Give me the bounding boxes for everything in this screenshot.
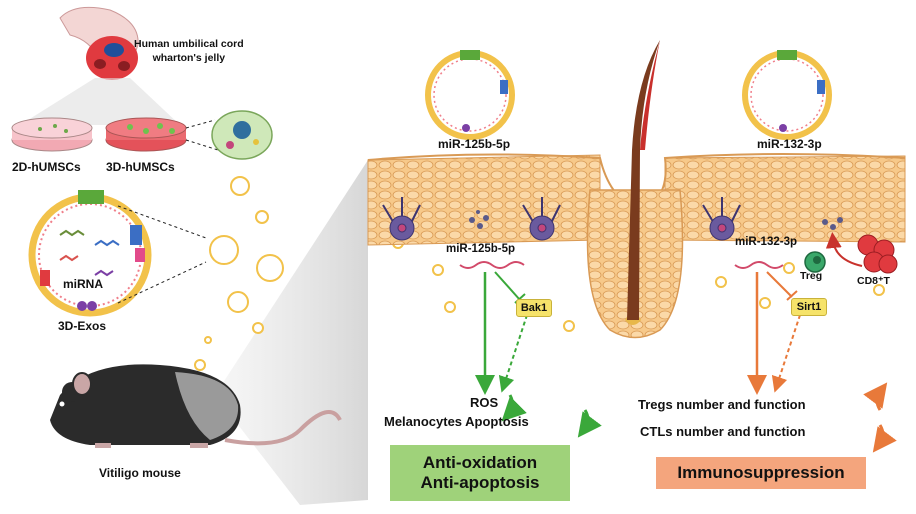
exosome-top-left-icon [425, 50, 515, 140]
cd8-t-cell-icon [857, 234, 898, 274]
treg-label: Treg [800, 270, 823, 282]
melanocyte-icons [382, 197, 741, 241]
source-subtitle: wharton's jelly [152, 52, 226, 64]
mouse-label: Vitiligo mouse [99, 466, 181, 480]
exosome-large-icon [28, 190, 152, 317]
right-skin-mirna-label: miR-132-3p [735, 236, 797, 248]
effect-box-immunosuppression: Immunosuppression [656, 457, 866, 489]
effect-line-1: Anti-oxidation [422, 453, 538, 472]
left-top-mirna-label: miR-125b-5p [438, 137, 511, 151]
dish-3d-label: 3D-hUMSCs [106, 160, 175, 174]
ros-label: ROS [470, 395, 499, 410]
exos-label: 3D-Exos [58, 319, 107, 333]
right-top-mirna-label: miR-132-3p [757, 137, 822, 151]
effect-box-antioxidation: Anti-oxidation Anti-apoptosis [390, 445, 570, 501]
ctls-outcome-label: CTLs number and function [640, 424, 806, 439]
tregs-outcome-label: Tregs number and function [638, 397, 806, 412]
hair-shaft [627, 40, 660, 320]
sirt1-target: Sirt1 [791, 298, 827, 316]
left-skin-mirna-label: miR-125b-5p [446, 243, 516, 255]
apoptotic-debris [469, 210, 843, 230]
mirna-label: miRNA [63, 277, 104, 291]
dish-2d-icon [11, 117, 93, 152]
dish-2d-label: 2D-hUMSCs [12, 160, 81, 174]
cord-projection [20, 78, 180, 125]
vitiligo-mouse-icon [50, 364, 342, 448]
treg-cell-icon [804, 251, 826, 273]
umbilical-cord-icon [59, 6, 139, 80]
projection-beam [215, 160, 368, 505]
dish-3d-icon [105, 117, 187, 152]
exosome-top-right-icon [742, 50, 832, 140]
effect-line-2: Anti-apoptosis [420, 473, 540, 492]
source-title: Human umbilical cord [134, 38, 244, 50]
bak1-target: Bak1 [516, 299, 552, 317]
cd8-label: CD8⁺T [857, 275, 890, 287]
stem-cell-icon [211, 110, 273, 160]
apoptosis-label: Melanocytes Apoptosis [384, 414, 529, 429]
source-title-group: Human umbilical cord wharton's jelly [134, 37, 244, 65]
